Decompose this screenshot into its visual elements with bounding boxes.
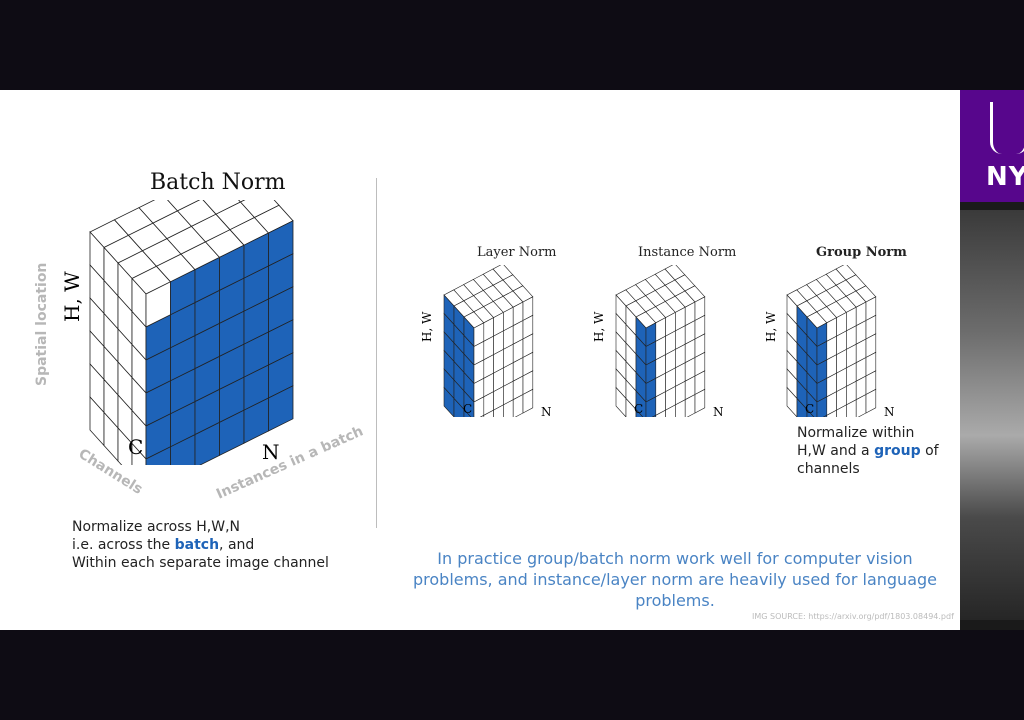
group-norm-hw-label: H, W — [764, 311, 778, 342]
webcam-feed — [960, 210, 1024, 620]
group-norm-n-label: N — [884, 405, 895, 419]
spatial-location-label: Spatial location — [34, 262, 50, 386]
desc-text: , and — [219, 537, 255, 553]
instance-norm-c-label: C — [634, 402, 644, 416]
batch-norm-description: Normalize across H,W,N i.e. across the b… — [72, 518, 329, 572]
batch-norm-desc-line1: Normalize across H,W,N — [72, 519, 241, 535]
bottom-summary: In practice group/batch norm work well f… — [400, 548, 950, 611]
batch-norm-cube — [89, 200, 294, 465]
bottom-line2: problems, and instance/layer norm are he… — [413, 570, 937, 589]
layer-norm-title: Layer Norm — [477, 245, 557, 260]
group-norm-title: Group Norm — [816, 245, 907, 260]
layer-norm-cube — [443, 265, 534, 417]
instance-norm-title: Instance Norm — [638, 245, 737, 260]
desc-text: H,W and a — [797, 443, 875, 459]
desc-text: i.e. across the — [72, 537, 175, 553]
image-source: IMG SOURCE: https://arxiv.org/pdf/1803.0… — [752, 612, 954, 621]
instance-norm-cube — [615, 265, 706, 417]
layer-norm-hw-label: H, W — [420, 311, 434, 342]
group-norm-desc-line2: H,W and a group of — [797, 442, 939, 460]
batch-norm-n-label: N — [262, 440, 280, 464]
batch-norm-desc-line2: i.e. across the batch, and — [72, 536, 329, 554]
nyu-logo: NY — [960, 90, 1024, 202]
torch-icon — [990, 102, 1024, 154]
group-norm-cube — [786, 265, 877, 417]
instance-norm-hw-label: H, W — [592, 311, 606, 342]
presenter-sidebar: NY — [960, 90, 1024, 630]
group-norm-description: Normalize within H,W and a group of chan… — [797, 424, 939, 478]
nyu-logo-text: NY — [986, 162, 1024, 192]
desc-bold: batch — [174, 537, 220, 553]
layer-norm-c-label: C — [463, 402, 473, 416]
bottom-line3: problems. — [635, 591, 715, 610]
group-norm-desc-line1: Normalize within — [797, 425, 915, 441]
divider — [376, 178, 377, 528]
group-norm-c-label: C — [805, 402, 815, 416]
batch-norm-c-label: C — [128, 435, 144, 459]
slide: Batch Norm H, W C N Spatial location Cha… — [0, 90, 960, 630]
bottom-line1: In practice group/batch norm work well f… — [437, 549, 913, 568]
group-norm-desc-line3: channels — [797, 461, 860, 477]
batch-norm-title: Batch Norm — [150, 170, 286, 195]
layer-norm-n-label: N — [541, 405, 552, 419]
desc-text: of — [920, 443, 939, 459]
batch-norm-hw-label: H, W — [60, 271, 84, 322]
desc-bold: group — [874, 443, 921, 459]
batch-norm-desc-line3: Within each separate image channel — [72, 555, 329, 571]
instance-norm-n-label: N — [713, 405, 724, 419]
